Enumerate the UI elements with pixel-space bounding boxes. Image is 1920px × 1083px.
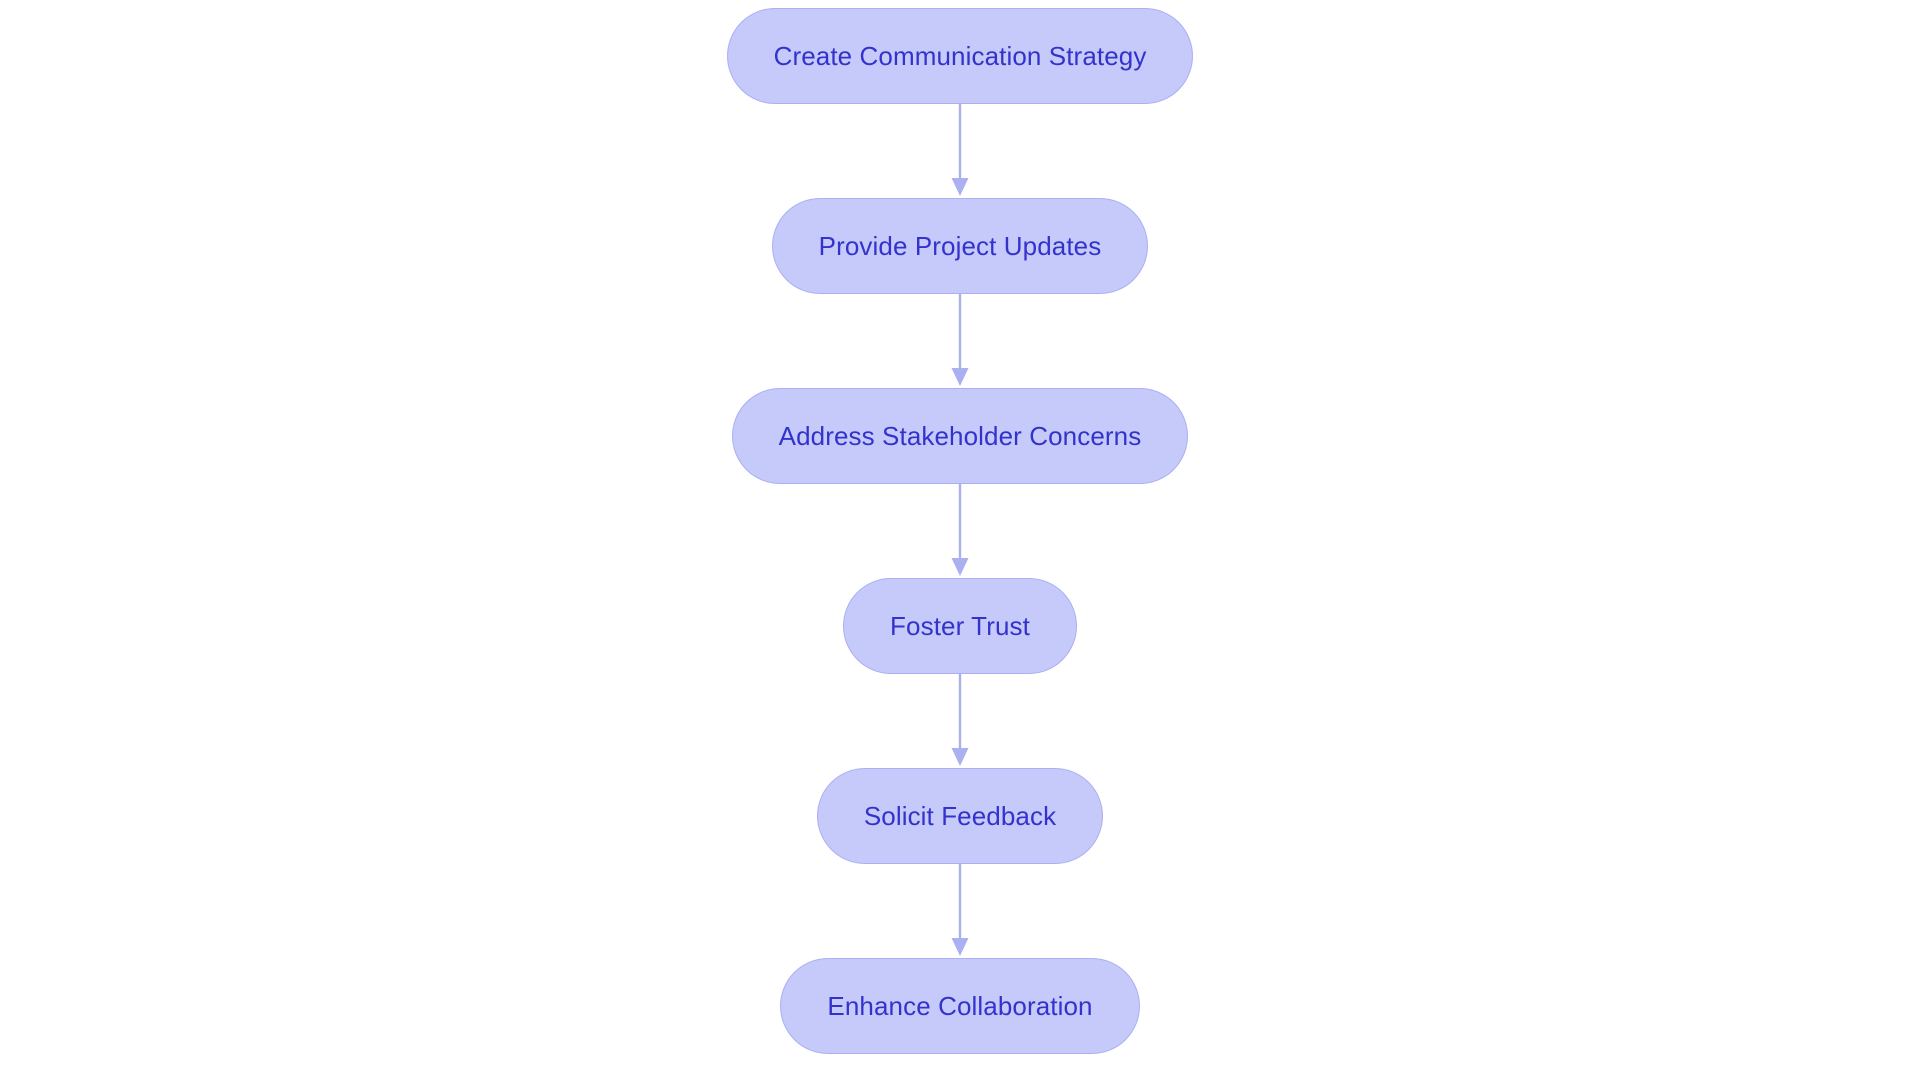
flow-node-foster-trust[interactable]: Foster Trust <box>843 578 1077 674</box>
flow-node-label: Address Stakeholder Concerns <box>778 421 1142 451</box>
flow-edge-n5-to-n6 <box>951 864 969 956</box>
arrowhead-icon <box>951 368 969 386</box>
flow-edge-n4-to-n5 <box>951 674 969 766</box>
flow-node-provide-project-updates[interactable]: Provide Project Updates <box>771 198 1149 294</box>
flow-node-enhance-collaboration[interactable]: Enhance Collaboration <box>780 958 1140 1054</box>
flow-edge-n3-to-n4 <box>951 484 969 576</box>
flow-node-solicit-feedback[interactable]: Solicit Feedback <box>816 768 1104 864</box>
flow-edge-n2-to-n3 <box>951 294 969 386</box>
flow-node-label: Solicit Feedback <box>863 801 1057 831</box>
flow-node-label: Foster Trust <box>890 611 1030 641</box>
arrowhead-icon <box>951 558 969 576</box>
arrowhead-icon <box>951 748 969 766</box>
arrowhead-icon <box>951 178 969 196</box>
flow-node-address-stakeholder-concerns[interactable]: Address Stakeholder Concerns <box>731 388 1189 484</box>
arrowhead-icon <box>951 938 969 956</box>
flow-node-label: Provide Project Updates <box>818 231 1102 261</box>
flow-node-create-communication-strategy[interactable]: Create Communication Strategy <box>726 8 1194 104</box>
flow-node-label: Enhance Collaboration <box>827 991 1093 1021</box>
flow-edge-n1-to-n2 <box>951 104 969 196</box>
flow-node-label: Create Communication Strategy <box>773 41 1147 71</box>
